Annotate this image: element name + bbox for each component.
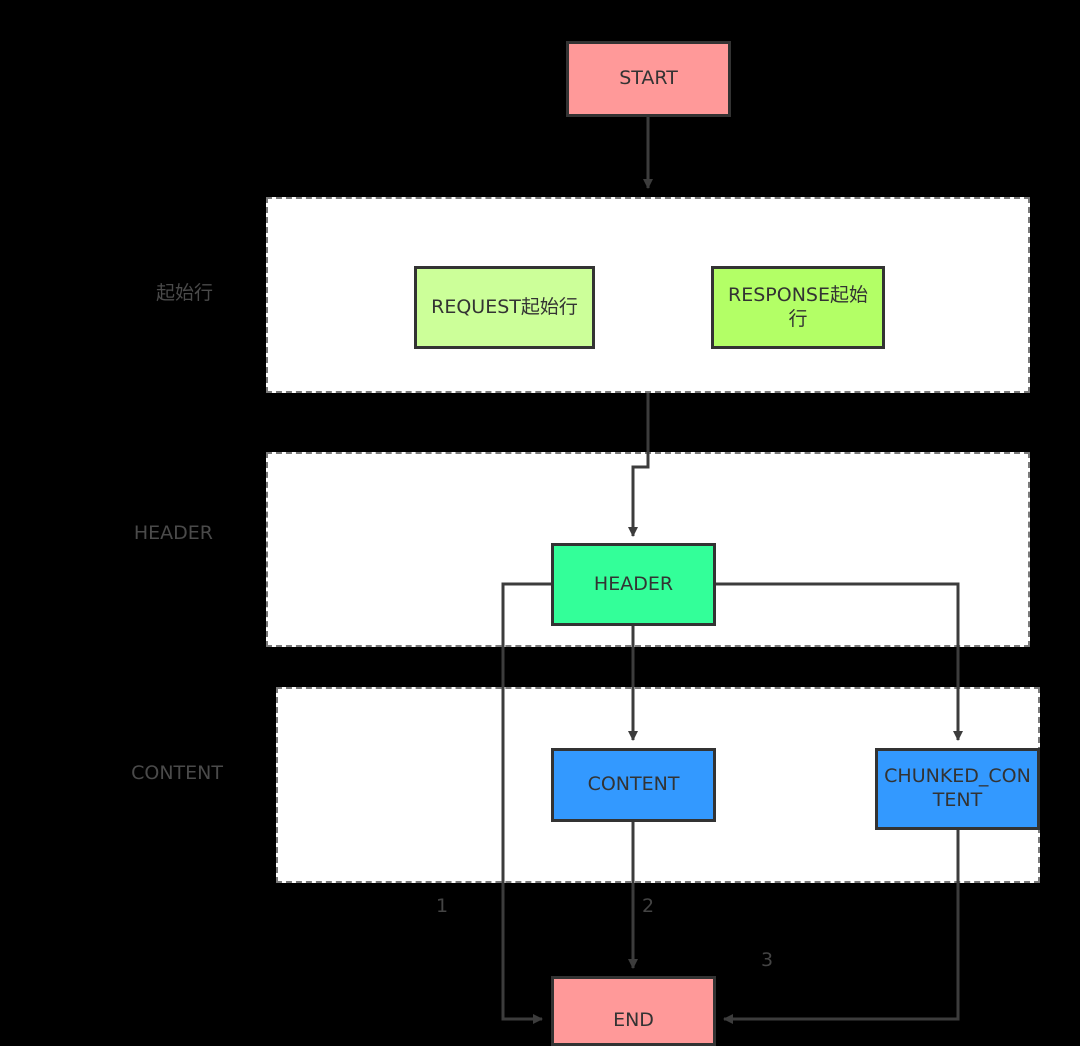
lane-label-content: CONTENT — [131, 762, 223, 784]
edge-label-3: 3 — [761, 949, 774, 971]
edge-label-2: 2 — [642, 895, 655, 917]
lane-start-line — [266, 197, 1030, 393]
header-node: HEADER — [551, 543, 716, 626]
start-node: START — [566, 41, 731, 117]
edge-label-1: 1 — [436, 895, 449, 917]
lane-label-header: HEADER — [133, 522, 213, 544]
edge-chunked-to-end-3 — [723, 830, 960, 1024]
response-start-line-node: RESPONSE起始行 — [711, 266, 885, 349]
end-node: END — [551, 976, 716, 1046]
content-node: CONTENT — [551, 748, 716, 822]
lane-label-start-line: 起始行 — [155, 282, 213, 304]
request-start-line-node: REQUEST起始行 — [414, 266, 595, 349]
edge-startline-to-header — [628, 393, 650, 537]
edge-header-to-end-1 — [501, 582, 551, 1024]
chunked-content-node: CHUNKED_CONTENT — [875, 748, 1040, 830]
edge-header-to-chunked — [716, 582, 963, 741]
